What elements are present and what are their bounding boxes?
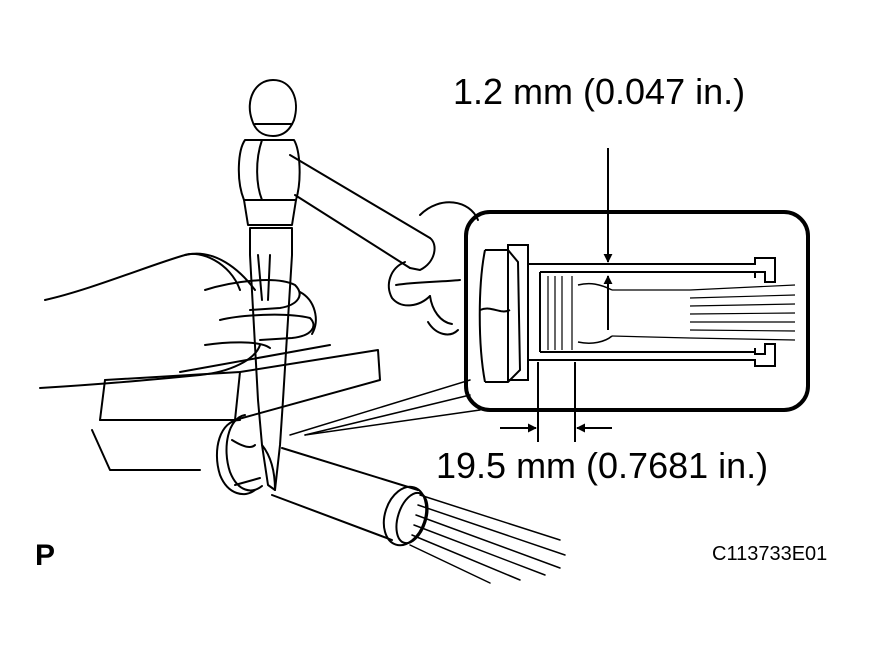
wire-bundle	[409, 494, 566, 584]
chisel	[249, 227, 293, 491]
hammer-hand	[387, 201, 479, 336]
view-code-label: P	[35, 539, 56, 572]
thickness-label: 1.2 mm (0.047 in.)	[453, 71, 746, 112]
length-dimension	[500, 362, 612, 442]
figure-id-label: C113733E01	[712, 543, 828, 565]
bench-block	[91, 344, 381, 471]
length-label: 19.5 mm (0.7681 in.)	[436, 445, 769, 486]
pipe-assembly	[215, 414, 429, 547]
holding-hand	[39, 252, 317, 389]
detail-inset	[464, 210, 810, 412]
hammer	[237, 79, 436, 271]
callout-leader	[289, 379, 481, 436]
